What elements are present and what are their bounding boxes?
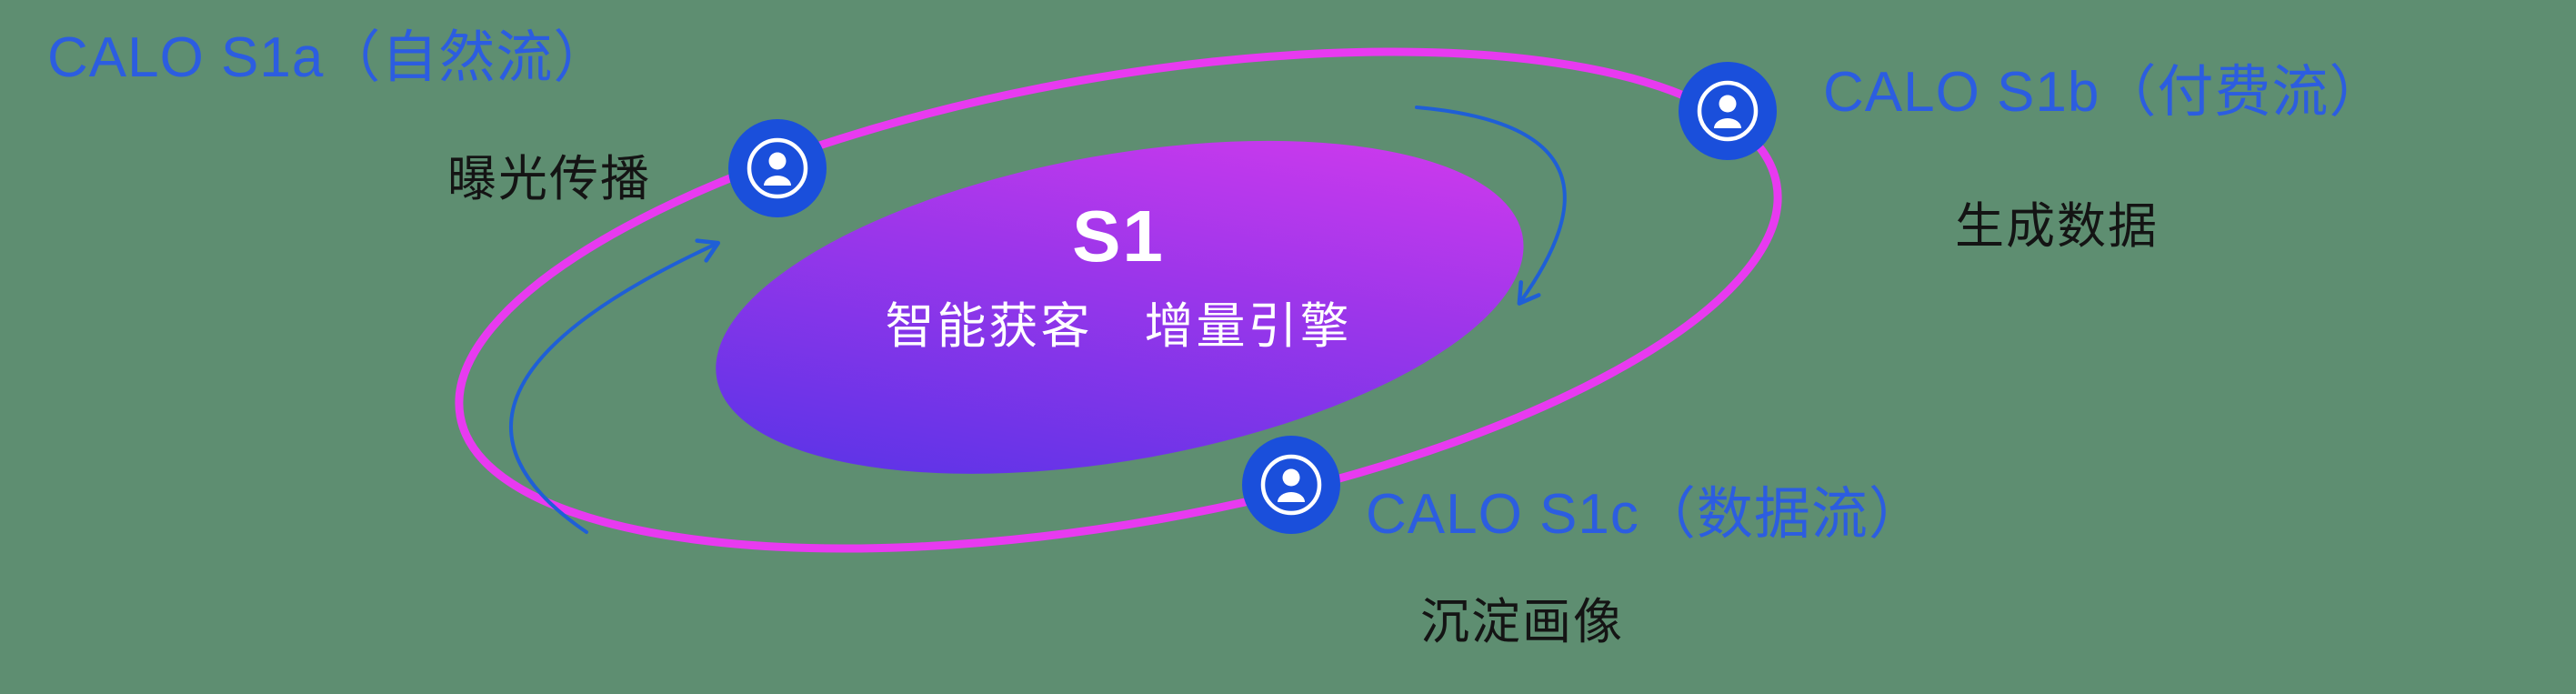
core-text-block: S1 智能获客 增量引擎 <box>800 198 1437 357</box>
node-s1b-marker <box>1679 62 1777 160</box>
core-title: S1 <box>1072 196 1165 277</box>
label-s1a-title: CALO S1a（自然流） <box>47 26 611 89</box>
core-ellipse <box>716 140 1524 474</box>
user-icon <box>1697 80 1759 142</box>
node-s1c-marker <box>1242 436 1340 534</box>
orbit-ring <box>455 47 1782 553</box>
user-icon <box>1260 454 1322 516</box>
user-icon <box>747 137 808 199</box>
label-s1b-title: CALO S1b（付费流） <box>1823 61 2387 124</box>
flow-arrow-left <box>508 238 721 534</box>
label-s1c-title: CALO S1c（数据流） <box>1366 483 1926 546</box>
flow-arrow-right <box>1415 106 1567 306</box>
label-s1a-subtitle: 曝光传播 <box>447 152 651 206</box>
core-subtitle: 智能获客 增量引擎 <box>885 299 1352 354</box>
label-s1c-subtitle: 沉淀画像 <box>1420 595 1624 649</box>
label-s1b-subtitle: 生成数据 <box>1955 199 2159 254</box>
node-s1a-marker <box>728 119 827 217</box>
